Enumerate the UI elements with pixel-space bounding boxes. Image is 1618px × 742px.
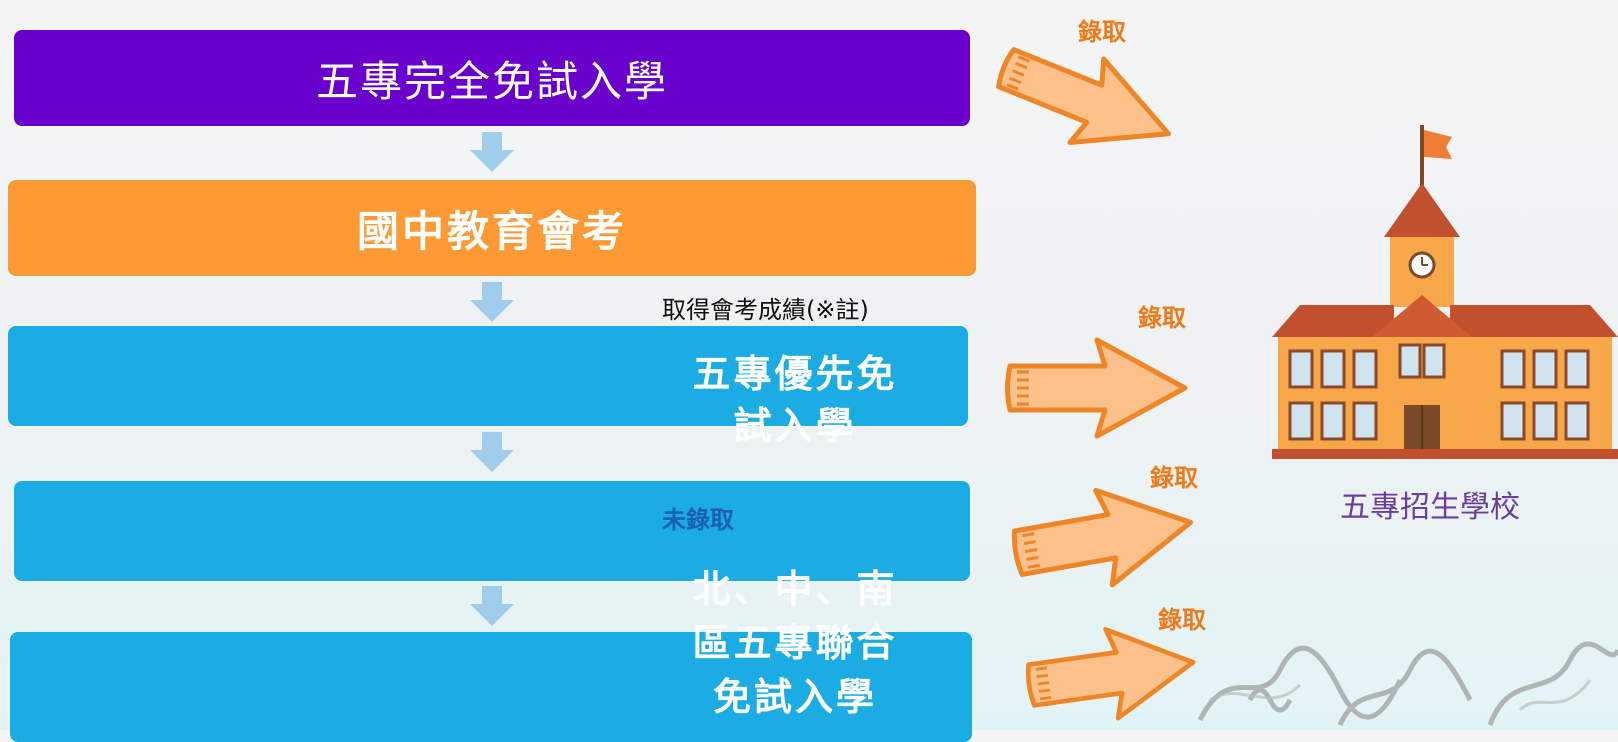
down-arrow-icon [470, 132, 514, 172]
exam-score-note: 取得會考成績(※註) [662, 296, 869, 324]
down-arrow-icon [470, 586, 514, 626]
joint-line-1: 北、中、南 [692, 567, 898, 611]
step-priority-exam-free-box [8, 326, 968, 426]
priority-line-2: 試入學 [733, 404, 857, 448]
admit-label-1: 錄取 [1078, 18, 1126, 46]
step-joint-exam-free-box [10, 632, 972, 742]
priority-line-1: 五專優先免 [692, 352, 898, 396]
down-arrow-icon [470, 432, 514, 472]
admit-arrow-icon [1005, 337, 1188, 439]
step-priority-exam-free-label: 五專優先免 試入學 [670, 348, 920, 452]
school-building-icon [1272, 125, 1618, 459]
admit-label-4: 錄取 [1158, 606, 1206, 634]
admit-arrow-icon [996, 47, 1171, 145]
down-arrow-icon [470, 282, 514, 322]
admit-label-2: 錄取 [1138, 304, 1186, 332]
step-education-exam-box: 國中教育會考 [8, 180, 976, 276]
joint-line-3: 免試入學 [712, 675, 877, 719]
admit-arrow-icon [1011, 487, 1194, 588]
admit-arrow-icon [1025, 627, 1196, 721]
step-complete-exam-free-label: 五專完全免試入學 [315, 56, 668, 106]
not-admitted-note: 未錄取 [662, 506, 734, 534]
step-education-exam-label: 國中教育會考 [356, 206, 627, 256]
step-gap-box [14, 481, 970, 581]
step-complete-exam-free-box: 五專完全免試入學 [14, 30, 970, 126]
decorative-swirl [1197, 641, 1618, 727]
admit-label-3: 錄取 [1150, 464, 1198, 492]
step-joint-exam-free-label: 北、中、南 區五專聯合 免試入學 [670, 562, 920, 724]
joint-line-2: 區五專聯合 [692, 621, 898, 665]
school-label: 五專招生學校 [1340, 490, 1520, 525]
